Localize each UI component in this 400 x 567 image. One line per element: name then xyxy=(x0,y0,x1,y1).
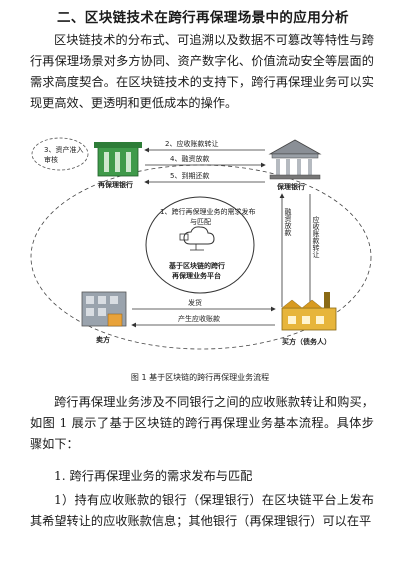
flow-diagram: 3、资产准入 审核 再保理银行 保理银行 xyxy=(20,132,382,362)
step3-label-line2: 审核 xyxy=(44,155,58,164)
platform-circle xyxy=(145,196,255,294)
step1-body-paragraph: 1）持有应收账款的银行（保理银行）在区块链平台上发布其希望转让的应收账款信息；其… xyxy=(30,493,374,528)
factor-bank-label: 保理银行 xyxy=(276,182,305,191)
step1-label-line2: 与匹配 xyxy=(190,218,211,226)
platform-label-line1: 基于区块链的跨行 xyxy=(168,261,225,270)
step1-label-line1: 1、跨行再保理业务的需求发布 xyxy=(160,207,255,216)
vertical-financing-label: 融资放款 xyxy=(284,207,292,237)
delivery-label: 发货 xyxy=(188,298,202,307)
step5-label: 5、到期还款 xyxy=(170,171,209,180)
step3-label-line1: 3、资产准入 xyxy=(44,145,83,154)
refactor-bank-label: 再保理银行 xyxy=(98,180,133,189)
factor-bank-icon xyxy=(268,139,322,180)
seller-label: 卖方 xyxy=(96,335,110,344)
step4-label: 4、融资放款 xyxy=(170,154,209,163)
flow-intro-paragraph: 跨行再保理业务涉及不同银行之间的应收账款转让和购买，如图 1 展示了基于区块链的… xyxy=(30,395,374,451)
seller-icon xyxy=(81,291,127,327)
step1-title: 1. 跨行再保理业务的需求发布与匹配 xyxy=(54,469,253,483)
platform-label-line2: 再保理业务平台 xyxy=(172,271,221,280)
intro-paragraph: 区块链技术的分布式、可追溯以及数据不可篡改等特性与跨行再保理场景对多方协同、资产… xyxy=(30,33,374,110)
step2-label: 2、应收账款转让 xyxy=(165,139,218,148)
buyer-label: 买方（债务人） xyxy=(282,337,331,346)
buyer-icon xyxy=(281,292,337,331)
cloud-network-icon xyxy=(179,226,215,251)
figure-caption: 图 1 基于区块链的跨行再保理业务流程 xyxy=(130,373,270,382)
receivable-label: 产生应收账款 xyxy=(178,314,220,323)
vertical-transfer-label: 应收账款转让 xyxy=(312,215,320,259)
audit-bubble xyxy=(31,137,89,171)
refactor-bank-icon xyxy=(94,142,142,177)
section-heading: 二、区块链技术在跨行再保理场景中的应用分析 xyxy=(57,10,349,26)
